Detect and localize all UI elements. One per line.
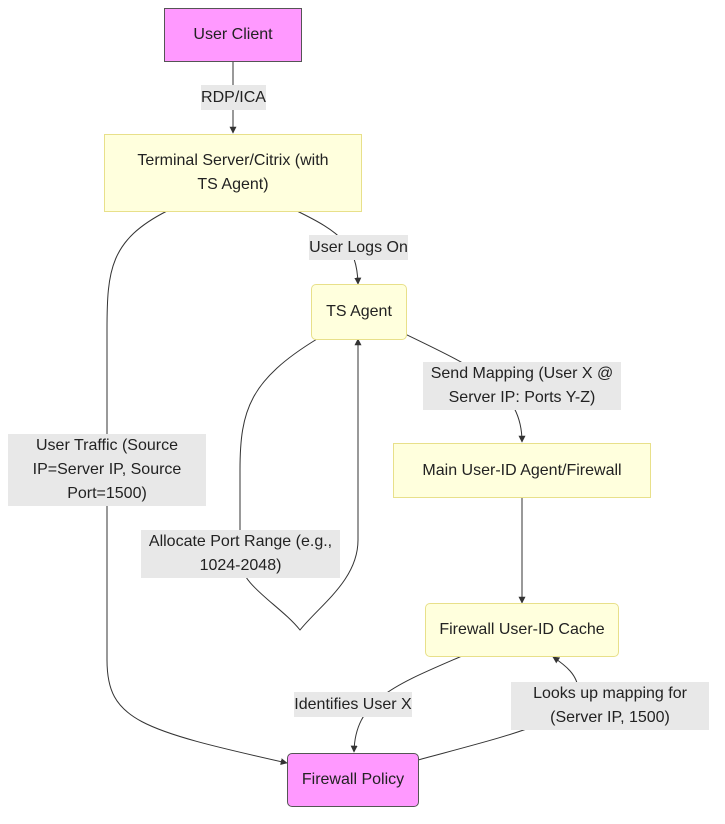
node-ts-agent-label: TS Agent <box>326 303 392 320</box>
edge-label-identifies-user: Identifies User X <box>294 692 412 717</box>
node-terminal-server: Terminal Server/Citrix (with TS Agent) <box>104 134 362 212</box>
node-ts-agent: TS Agent <box>311 284 407 340</box>
node-userid-cache: Firewall User-ID Cache <box>425 603 619 657</box>
edge-label-send-mapping: Send Mapping (User X @ Server IP: Ports … <box>423 362 621 410</box>
node-firewall-policy-label: Firewall Policy <box>301 771 405 788</box>
edge-user-traffic <box>106 210 288 766</box>
node-userid-cache-label: Firewall User-ID Cache <box>439 621 605 638</box>
edge-label-user-logs-on: User Logs On <box>309 235 408 260</box>
node-main-userid-agent: Main User-ID Agent/Firewall <box>393 443 651 498</box>
node-user-client: User Client <box>164 8 302 62</box>
node-firewall-policy: Firewall Policy <box>287 753 419 807</box>
node-main-userid-agent-label: Main User-ID Agent/Firewall <box>422 461 622 479</box>
edge-allocate-port-range <box>239 338 362 631</box>
edge-label-allocate-port-range: Allocate Port Range (e.g., 1024-2048) <box>141 530 340 578</box>
node-user-client-label: User Client <box>193 26 273 43</box>
edge-label-rdp-ica: RDP/ICA <box>201 85 266 110</box>
node-terminal-server-label: Terminal Server/Citrix (with TS Agent) <box>137 152 329 193</box>
edge-label-user-traffic: User Traffic (Source IP=Server IP, Sourc… <box>8 434 206 506</box>
edge-label-looks-up-mapping: Looks up mapping for (Server IP, 1500) <box>511 682 709 730</box>
